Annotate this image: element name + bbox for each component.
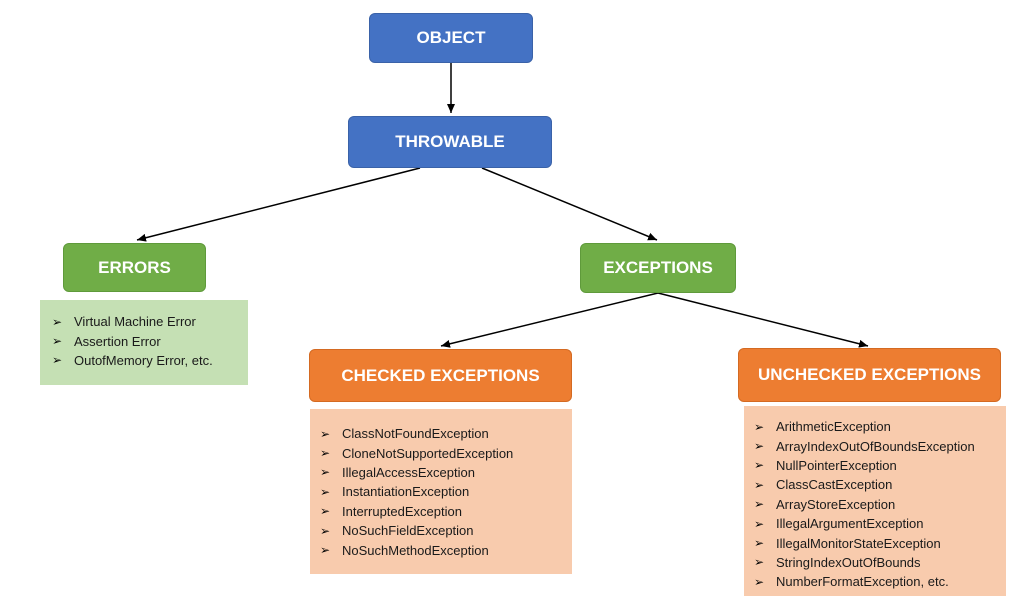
arrow-bullet-icon: ➢	[320, 523, 331, 538]
arrow-bullet-icon: ➢	[52, 353, 63, 368]
list-item: ➢ ArithmeticException	[754, 417, 1006, 436]
arrow-bullet-icon: ➢	[754, 439, 765, 454]
list-item-text: NoSuchMethodException	[342, 542, 489, 558]
list-item: ➢ IllegalAccessException	[320, 463, 572, 482]
arrow-exceptions-to-unchecked	[657, 292, 869, 348]
unchecked-exceptions-list: ➢ ArithmeticException ➢ ArrayIndexOutOfBoun…	[744, 406, 1006, 596]
node-object: OBJECT	[369, 13, 533, 63]
arrow-bullet-icon: ➢	[320, 446, 331, 461]
list-item-text: Virtual Machine Error	[74, 314, 196, 330]
arrow-bullet-icon: ➢	[754, 574, 765, 589]
list-item-text: ArithmeticException	[776, 419, 891, 435]
arrow-bullet-icon: ➢	[320, 543, 331, 558]
arrow-bullet-icon: ➢	[320, 504, 331, 519]
list-item: ➢ NoSuchFieldException	[320, 521, 572, 540]
list-item: ➢ IllegalArgumentException	[754, 514, 1006, 533]
list-item-text: ClassCastException	[776, 477, 893, 493]
node-exceptions: EXCEPTIONS	[580, 243, 736, 293]
list-item-text: IllegalArgumentException	[776, 516, 924, 532]
list-item-text: ClassNotFoundException	[342, 426, 489, 442]
list-item-text: Assertion Error	[74, 333, 161, 349]
list-item: ➢ NoSuchMethodException	[320, 540, 572, 559]
list-item: ➢ NumberFormatException, etc.	[754, 572, 1006, 591]
list-item-text: InstantiationException	[342, 484, 470, 500]
list-item: ➢ NullPointerException	[754, 456, 1006, 475]
arrow-exceptions-to-checked	[440, 292, 659, 348]
list-item: ➢ OutofMemory Error, etc.	[52, 351, 248, 370]
list-item: ➢ Assertion Error	[52, 331, 248, 350]
arrow-bullet-icon: ➢	[754, 536, 765, 551]
list-item-text: NullPointerException	[776, 457, 897, 473]
arrow-bullet-icon: ➢	[754, 419, 765, 434]
list-item-text: CloneNotSupportedException	[342, 445, 514, 461]
list-item: ➢ IllegalMonitorStateException	[754, 533, 1006, 552]
list-item-text: StringIndexOutOfBounds	[776, 554, 921, 570]
arrow-bullet-icon: ➢	[52, 334, 63, 349]
arrow-bullet-icon: ➢	[754, 477, 765, 492]
node-unchecked-exceptions: UNCHECKED EXCEPTIONS	[738, 348, 1001, 402]
list-item: ➢ InterruptedException	[320, 502, 572, 521]
list-item-text: OutofMemory Error, etc.	[74, 352, 213, 368]
arrow-bullet-icon: ➢	[754, 555, 765, 570]
node-errors-label: ERRORS	[98, 257, 171, 277]
arrow-throwable-to-errors	[136, 167, 421, 242]
arrow-bullet-icon: ➢	[320, 484, 331, 499]
list-item: ➢ ArrayStoreException	[754, 495, 1006, 514]
list-item: ➢ StringIndexOutOfBounds	[754, 553, 1006, 572]
list-item-text: NumberFormatException, etc.	[776, 574, 949, 590]
list-item: ➢ ClassNotFoundException	[320, 424, 572, 443]
checked-exceptions-list: ➢ ClassNotFoundException ➢ CloneNotSupporte…	[310, 409, 572, 574]
node-errors: ERRORS	[63, 243, 206, 292]
list-item-text: ArrayStoreException	[776, 496, 896, 512]
arrow-bullet-icon: ➢	[320, 426, 331, 441]
arrow-throwable-to-exceptions	[481, 167, 658, 241]
list-item-text: IllegalMonitorStateException	[776, 535, 941, 551]
node-checked-exceptions-label: CHECKED EXCEPTIONS	[341, 365, 540, 385]
node-unchecked-exceptions-label: UNCHECKED EXCEPTIONS	[758, 365, 981, 384]
arrow-bullet-icon: ➢	[754, 497, 765, 512]
errors-list: ➢ Virtual Machine Error ➢ Assertion Error ➢ O…	[40, 300, 248, 385]
node-throwable-label: THROWABLE	[395, 132, 505, 151]
node-exceptions-label: EXCEPTIONS	[603, 258, 713, 277]
node-throwable: THROWABLE	[348, 116, 552, 168]
node-checked-exceptions: CHECKED EXCEPTIONS	[309, 349, 572, 402]
list-item-text: ArrayIndexOutOfBoundsException	[776, 438, 975, 454]
list-item-text: IllegalAccessException	[342, 464, 475, 480]
list-item-text: InterruptedException	[342, 503, 462, 519]
list-item: ➢ CloneNotSupportedException	[320, 443, 572, 462]
list-item: ➢ InstantiationException	[320, 482, 572, 501]
list-item: ➢ Virtual Machine Error	[52, 312, 248, 331]
list-item-text: NoSuchFieldException	[342, 523, 474, 539]
arrow-bullet-icon: ➢	[320, 465, 331, 480]
arrow-bullet-icon: ➢	[754, 516, 765, 531]
list-item: ➢ ArrayIndexOutOfBoundsException	[754, 436, 1006, 455]
arrow-bullet-icon: ➢	[52, 314, 63, 329]
node-object-label: OBJECT	[416, 28, 486, 47]
list-item: ➢ ClassCastException	[754, 475, 1006, 494]
arrow-bullet-icon: ➢	[754, 458, 765, 473]
